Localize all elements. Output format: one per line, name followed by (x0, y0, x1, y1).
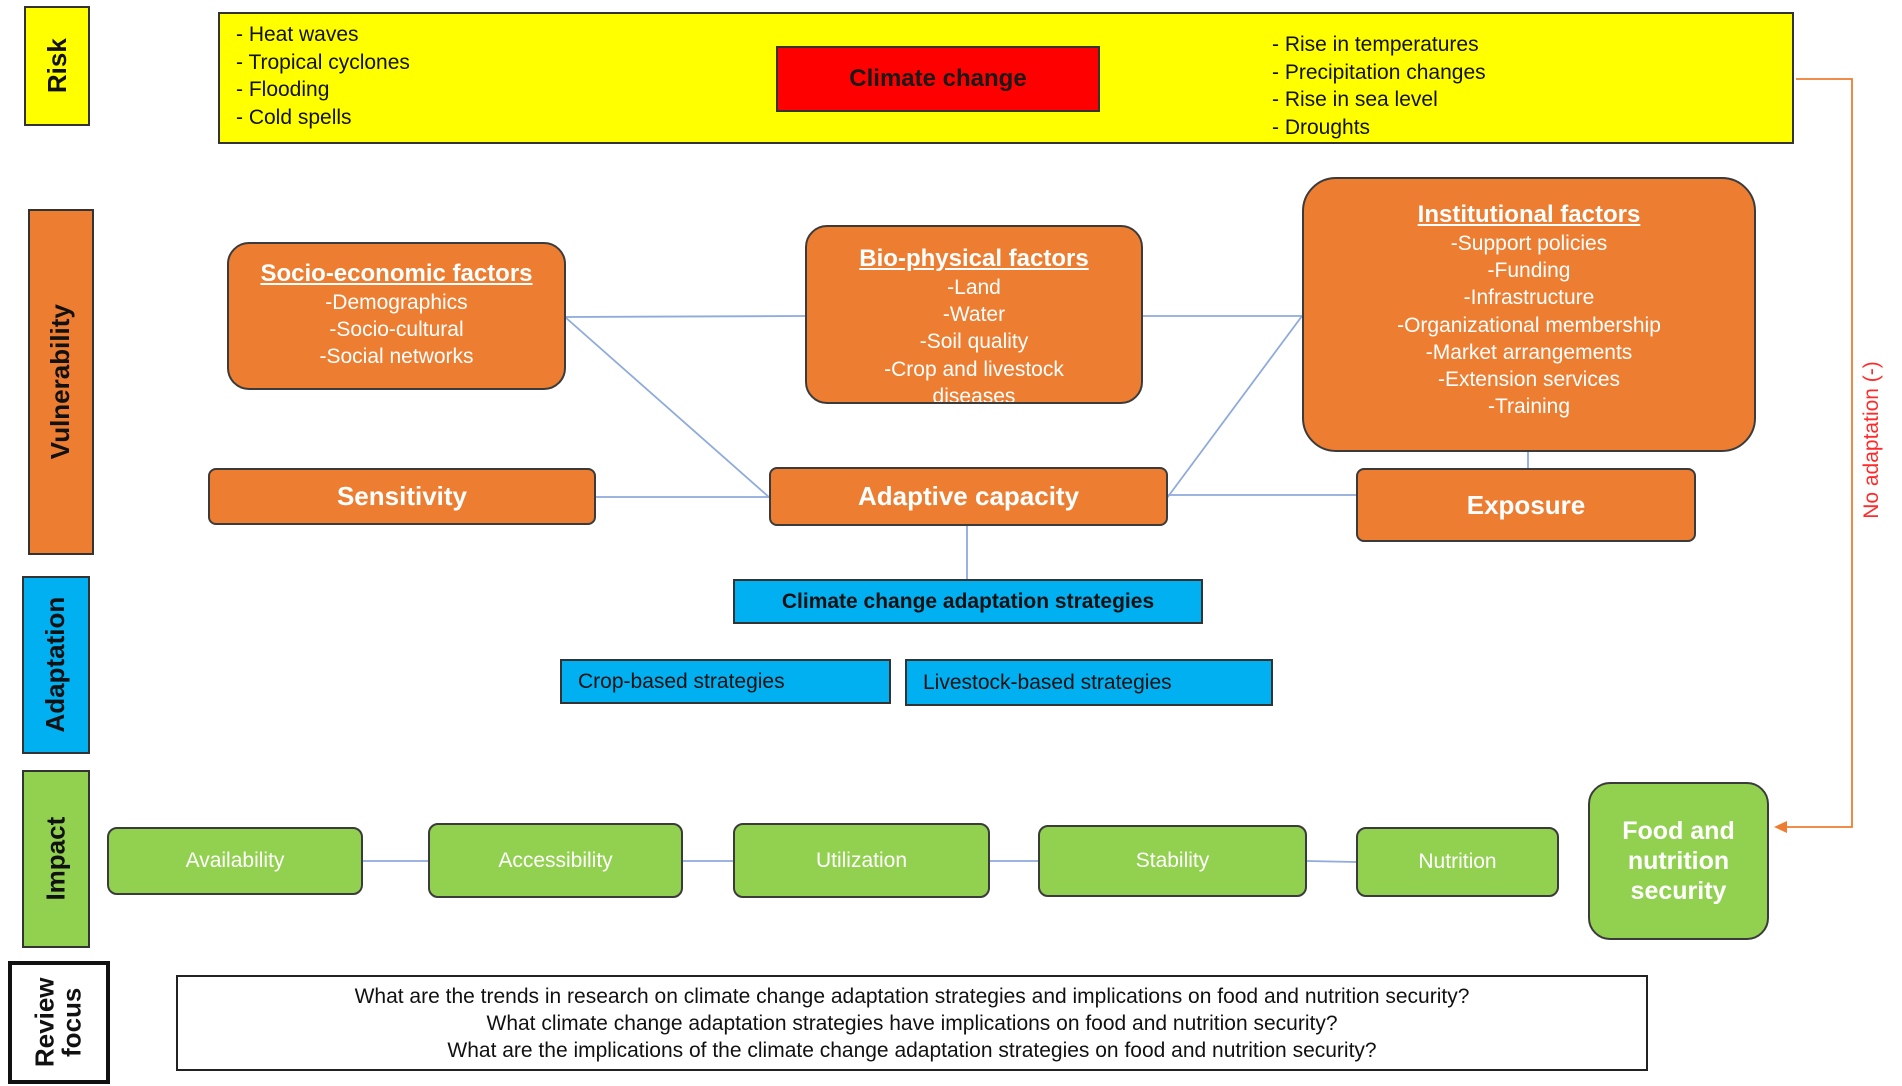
bio-physical-title: Bio-physical factors (859, 245, 1089, 272)
stability-box: Stability (1038, 825, 1307, 897)
factor-item: -Water (942, 303, 1006, 327)
no-adaptation-arrowhead (1774, 821, 1787, 833)
institutional-title: Institutional factors (1417, 201, 1641, 228)
connector-stability-nutrition (1306, 860, 1357, 863)
review-questions-box: What are the trends in research on clima… (176, 975, 1648, 1071)
risk-hazards-list: - Heat waves - Tropical cyclones - Flood… (236, 21, 410, 131)
factor-item: -Crop and livestock (884, 357, 1064, 381)
livestock-based-strategies-box: Livestock-based strategies (905, 659, 1273, 706)
review-focus-line1: Review (29, 977, 60, 1068)
bio-physical-factors-box: Bio-physical factors -Land -Water -Soil … (805, 225, 1143, 404)
row-label-adaptation: Adaptation (22, 576, 90, 754)
socio-economic-factors-box: Socio-economic factors -Demographics -So… (227, 242, 566, 390)
sensitivity-box: Sensitivity (208, 468, 596, 525)
trend-item: - Droughts (1272, 115, 1371, 139)
factor-item: -Soil quality (919, 330, 1029, 354)
connector-socio-adaptive (564, 316, 771, 499)
factor-item: -Land (947, 276, 1001, 299)
hazard-item: - Tropical cyclones (236, 50, 410, 74)
fns-line: security (1630, 877, 1727, 905)
adaptation-strategies-box: Climate change adaptation strategies (733, 579, 1203, 624)
climate-change-box: Climate change (776, 46, 1100, 112)
factor-item: -Infrastructure (1463, 286, 1595, 310)
row-label-vulnerability: Vulnerability (28, 209, 94, 555)
availability-box: Availability (107, 827, 363, 895)
factor-item: -Funding (1487, 259, 1571, 283)
row-label-risk: Risk (24, 6, 90, 126)
review-question: What are the implications of the climate… (447, 1038, 1377, 1062)
review-question: What are the trends in research on clima… (354, 984, 1470, 1008)
factor-item: -Training (1487, 395, 1571, 419)
factor-item: -Extension services (1437, 368, 1621, 392)
accessibility-box: Accessibility (428, 823, 683, 898)
trend-item: - Rise in temperatures (1272, 33, 1479, 56)
factor-item: -Demographics (325, 291, 468, 314)
factor-item: -Organizational membership (1397, 313, 1661, 337)
factor-item: diseases (932, 384, 1016, 404)
review-focus-line2: focus (56, 987, 87, 1058)
trend-item: - Precipitation changes (1272, 60, 1486, 84)
connector-institutional-adaptive (1166, 315, 1303, 499)
institutional-factors-box: Institutional factors -Support policies … (1302, 177, 1756, 452)
crop-based-strategies-box: Crop-based strategies (560, 659, 891, 704)
factor-item: -Socio-cultural (329, 318, 464, 342)
factor-item: -Social networks (319, 345, 474, 369)
fns-line: Food and (1622, 817, 1735, 845)
socio-economic-title: Socio-economic factors (260, 260, 533, 287)
hazard-item: - Heat waves (236, 23, 359, 46)
no-adaptation-arrow-line (1786, 78, 1853, 828)
hazard-item: - Cold spells (236, 105, 352, 129)
review-question: What climate change adaptation strategie… (486, 1011, 1338, 1035)
fns-line: nutrition (1627, 847, 1730, 875)
nutrition-box: Nutrition (1356, 827, 1559, 897)
utilization-box: Utilization (733, 823, 990, 898)
connector-socio-bio (564, 315, 806, 318)
factor-item: -Support policies (1450, 232, 1608, 255)
hazard-item: - Flooding (236, 78, 330, 101)
factor-item: -Market arrangements (1425, 340, 1633, 364)
food-nutrition-security-box: Food and nutrition security (1588, 782, 1769, 940)
risk-trends-list: - Rise in temperatures - Precipitation c… (1272, 31, 1486, 141)
trend-item: - Rise in sea level (1272, 88, 1438, 111)
adaptive-capacity-box: Adaptive capacity (769, 467, 1168, 526)
exposure-box: Exposure (1356, 468, 1696, 542)
row-label-impact: Impact (22, 770, 90, 948)
